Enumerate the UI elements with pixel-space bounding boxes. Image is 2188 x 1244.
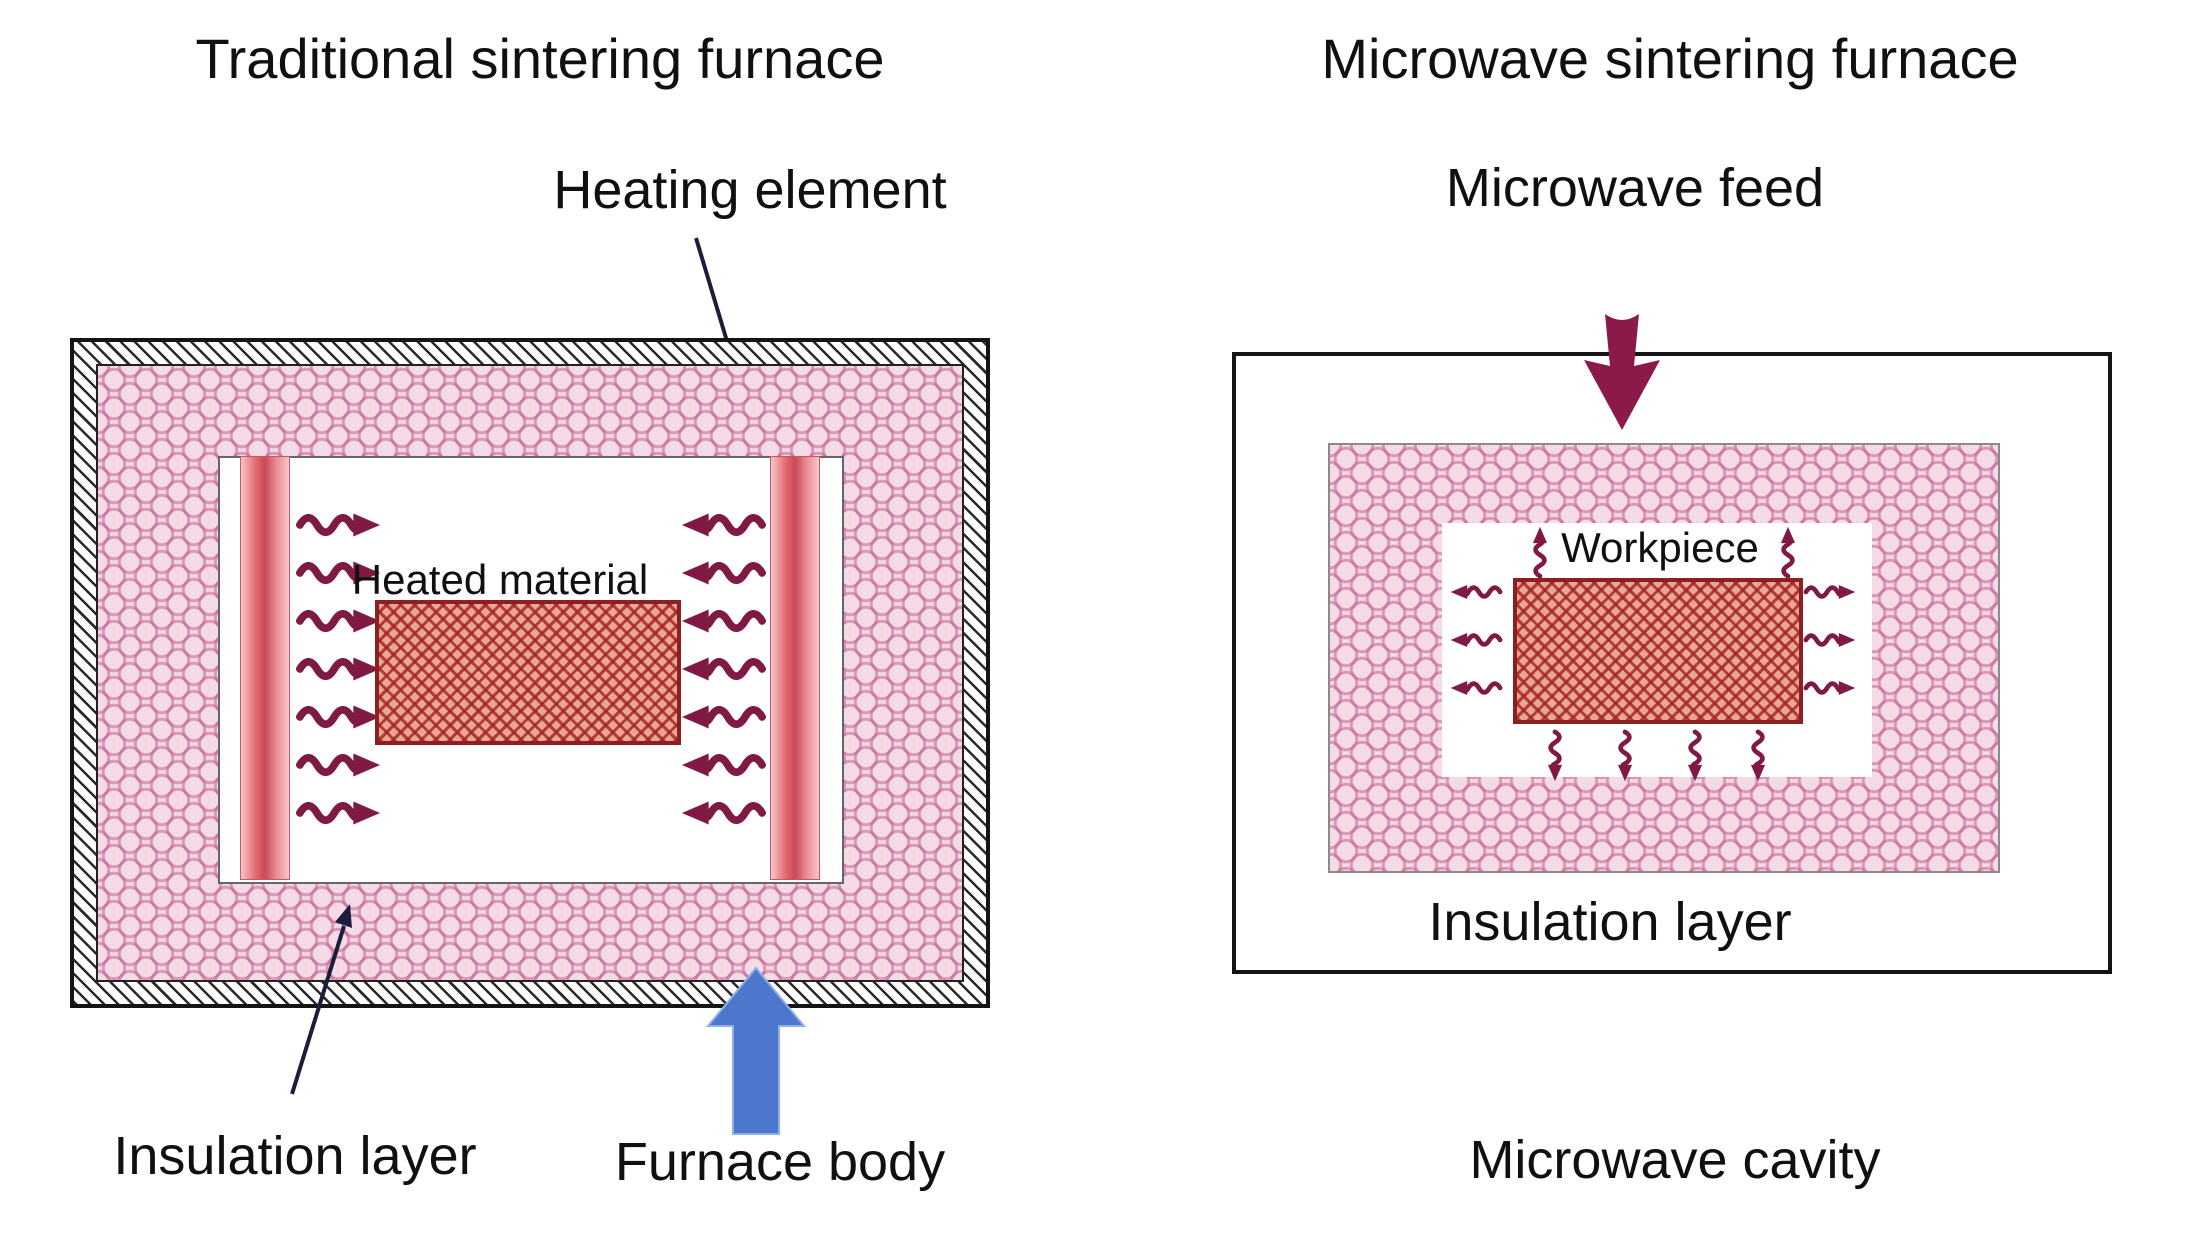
- workpiece-label: Workpiece: [1561, 524, 1759, 571]
- heat-arrow-icon: [296, 700, 382, 734]
- microwave-emission-arrow-icon: [1802, 678, 1858, 698]
- heated-material: [375, 600, 681, 745]
- heat-arrow-icon: [680, 604, 766, 638]
- workpiece: [1513, 578, 1803, 724]
- heating-element-right-bar: [770, 456, 820, 880]
- heat-arrow-icon: [296, 652, 382, 686]
- microwave-emission-arrow-icon: [1448, 678, 1504, 698]
- heat-arrow-icon: [680, 700, 766, 734]
- heat-arrow-icon: [296, 508, 382, 542]
- microwave-feed-label: Microwave feed: [1445, 158, 1825, 218]
- microwave-cavity-label: Microwave cavity: [1469, 1130, 1881, 1190]
- heat-arrow-icon: [296, 604, 382, 638]
- heat-arrow-icon: [680, 748, 766, 782]
- heat-arrow-icon: [296, 748, 382, 782]
- microwave-emission-arrow-icon: [1685, 728, 1705, 784]
- microwave-emission-arrow-icon: [1748, 728, 1768, 784]
- microwave-feed-arrow-icon: [1584, 314, 1660, 430]
- microwave-emission-arrow-icon: [1615, 728, 1635, 784]
- insulation-pointer-arrow-icon: [290, 904, 352, 1095]
- insulation-layer-label-left: Insulation layer: [113, 1126, 477, 1186]
- furnace-body-arrow-icon: [706, 966, 806, 1135]
- heat-arrow-icon: [680, 652, 766, 686]
- heating-element-label: Heating element: [553, 160, 947, 220]
- microwave-emission-arrow-icon: [1448, 630, 1504, 650]
- heated-material-label: Heated material: [351, 556, 649, 603]
- heat-arrow-icon: [680, 508, 766, 542]
- microwave-emission-arrow-icon: [1802, 582, 1858, 602]
- heat-arrow-icon: [680, 796, 766, 830]
- heat-arrow-icon: [296, 796, 382, 830]
- microwave-emission-arrow-icon: [1802, 630, 1858, 650]
- insulation-layer-label-right: Insulation layer: [1428, 892, 1792, 952]
- right-diagram-title: Microwave sintering furnace: [1321, 27, 2019, 90]
- heating-element-left-bar: [240, 456, 290, 880]
- microwave-emission-arrow-icon: [1448, 582, 1504, 602]
- furnace-body-label: Furnace body: [614, 1132, 946, 1192]
- microwave-emission-arrow-icon: [1545, 728, 1565, 784]
- left-diagram-title: Traditional sintering furnace: [195, 27, 885, 90]
